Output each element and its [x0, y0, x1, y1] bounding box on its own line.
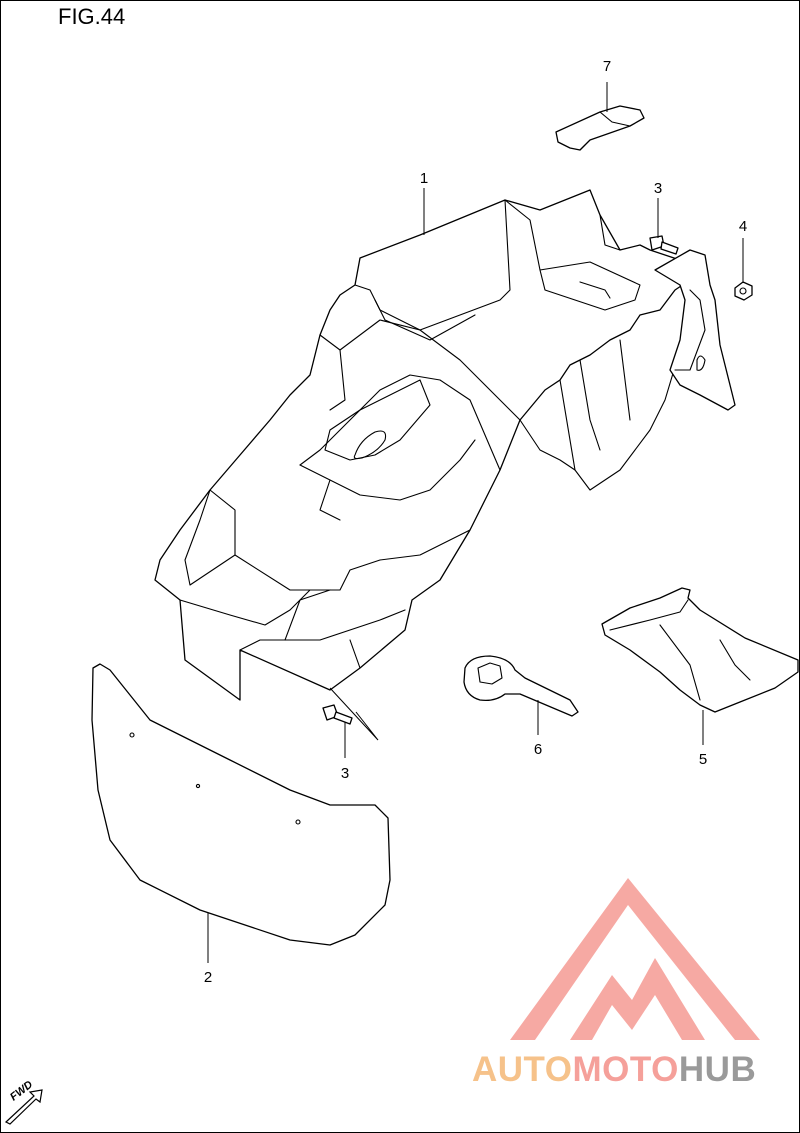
- logo-triangle: [510, 878, 760, 1040]
- part-6-spanner: [463, 655, 579, 717]
- callout-3-upper: 3: [653, 180, 663, 197]
- part-1-rear-fender: [154, 189, 736, 701]
- callout-6: 6: [533, 741, 543, 758]
- callout-2: 2: [203, 969, 213, 986]
- figure-title: FIG.44: [58, 4, 126, 29]
- logo-m-stroke: [570, 958, 705, 1040]
- watermark-auto: AUTO: [472, 1050, 573, 1089]
- watermark-text: AUTOMOTOHUB: [472, 1050, 756, 1090]
- callout-5: 5: [698, 751, 708, 768]
- callout-3-lower: 3: [340, 765, 350, 782]
- callout-7: 7: [602, 58, 612, 75]
- leader-lines: [207, 82, 744, 963]
- part-2-cover-panel: [91, 663, 391, 946]
- part-7-clip: [555, 105, 645, 151]
- part-3-bolt-upper: [649, 235, 679, 255]
- watermark-hub: HUB: [678, 1050, 757, 1089]
- watermark-logo: [510, 878, 760, 1040]
- part-5-tool-bag: [601, 587, 799, 713]
- watermark-moto: MOTO: [572, 1050, 679, 1089]
- callout-1: 1: [419, 170, 429, 187]
- part-4-nut: [734, 281, 753, 301]
- fwd-arrow-icon: [4, 1089, 43, 1125]
- callout-4: 4: [738, 218, 748, 235]
- part-3-bolt-lower: [322, 704, 353, 725]
